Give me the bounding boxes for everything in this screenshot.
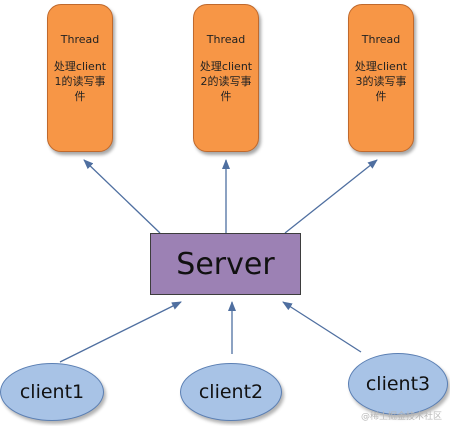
thread-box-3: Thread 处理client3的读写事件 (348, 4, 414, 152)
thread-title: Thread (361, 33, 401, 46)
thread-box-2: Thread 处理client2的读写事件 (193, 4, 259, 152)
thread-description: 处理client2的读写事件 (199, 60, 253, 103)
client-label: client3 (365, 373, 431, 395)
client-node-2: client2 (180, 363, 282, 421)
thread-title: Thread (206, 33, 246, 46)
server-box: Server (150, 233, 301, 295)
thread-description: 处理client3的读写事件 (354, 60, 408, 103)
client-node-3: client3 (348, 353, 448, 415)
watermark: @稀土掘金技术社区 (360, 412, 442, 422)
arrow-server-to-thread-3 (284, 159, 378, 234)
arrow-client-3-to-server (282, 301, 362, 353)
client-label: client1 (19, 381, 85, 403)
thread-description: 处理client1的读写事件 (53, 60, 107, 103)
client-label: client2 (198, 381, 264, 403)
arrow-client-1-to-server (59, 301, 182, 363)
arrow-server-to-thread-1 (83, 159, 161, 234)
thread-box-1: Thread 处理client1的读写事件 (47, 4, 113, 152)
server-label: Server (176, 246, 275, 282)
client-node-1: client1 (0, 363, 104, 421)
thread-title: Thread (60, 33, 100, 46)
